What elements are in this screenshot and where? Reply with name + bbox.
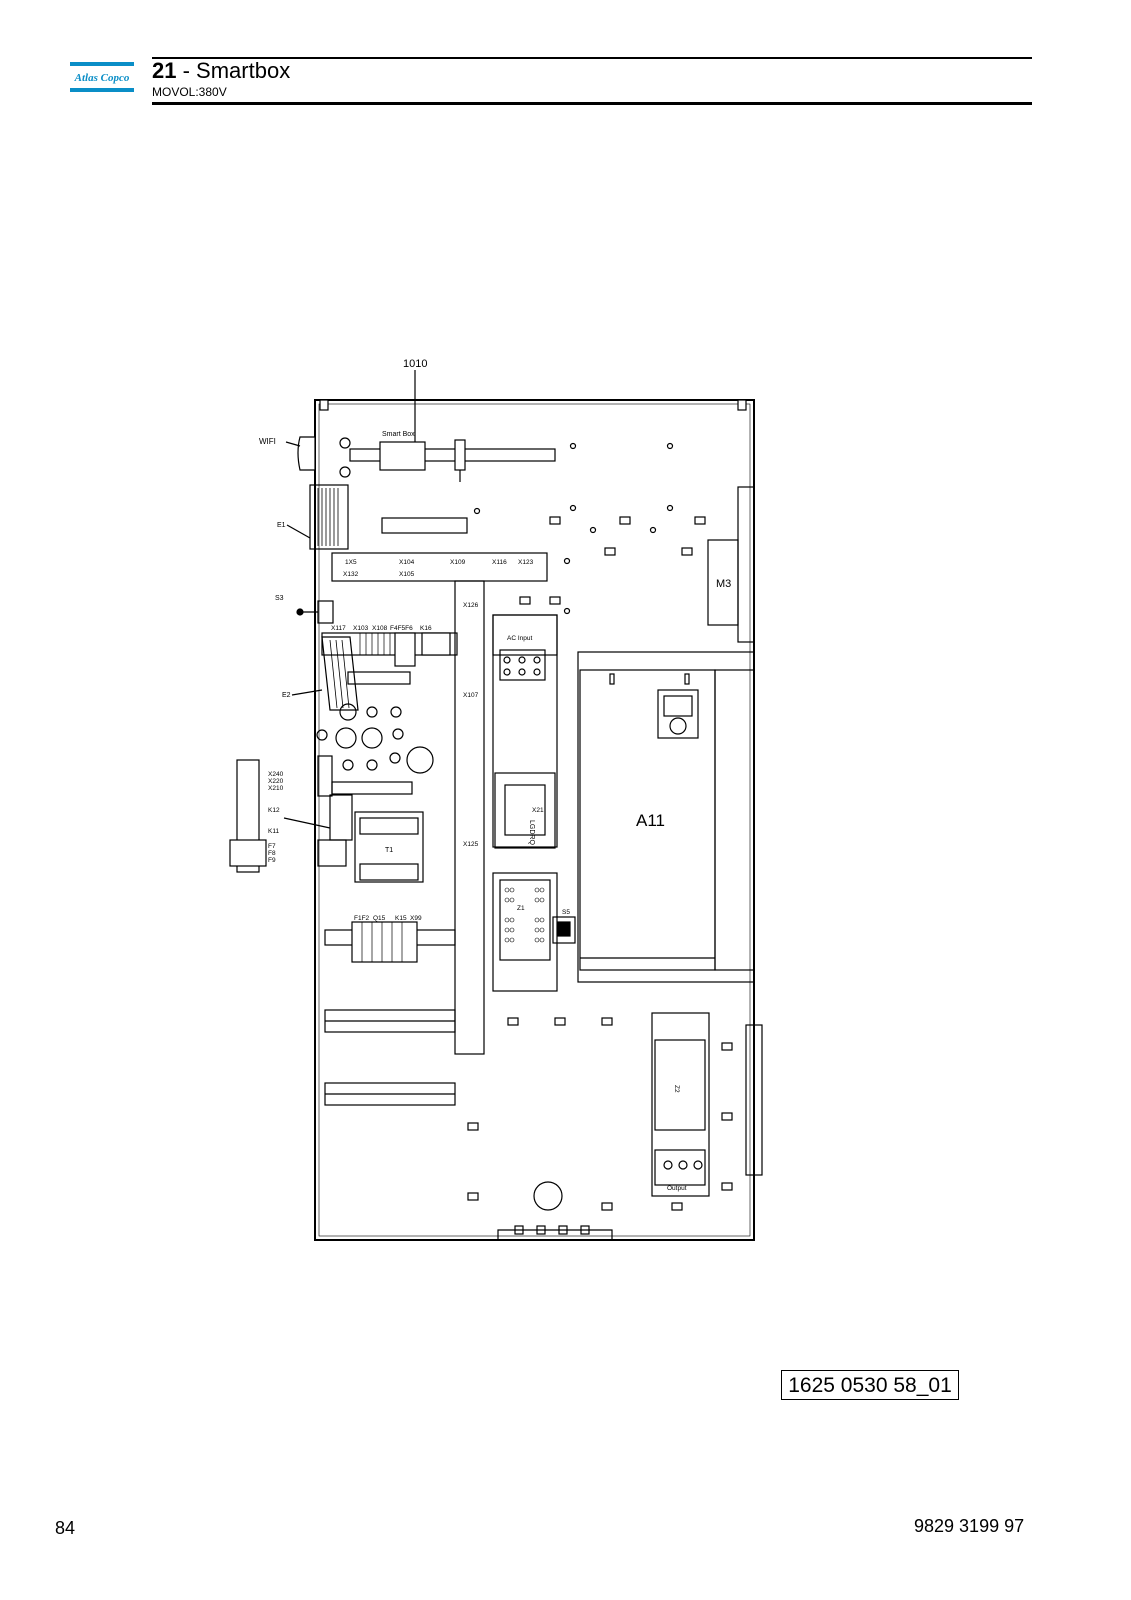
page-subtitle: MOVOL:380V: [152, 85, 227, 99]
label-output: Output: [667, 1185, 687, 1192]
label-s5: S5: [562, 909, 570, 916]
label-x104: X104: [399, 559, 415, 566]
label-x21: X21: [532, 807, 544, 814]
header-rule-top: [152, 57, 1032, 59]
din-rail-2: [347, 671, 411, 685]
switch-s3: [317, 600, 334, 624]
section-separator: -: [176, 58, 197, 83]
label-x109: X109: [450, 559, 466, 566]
label-s3: S3: [275, 595, 284, 602]
label-1x5: 1X5: [345, 559, 357, 566]
terminal-block-left: [317, 755, 333, 797]
label-f1f2: F1F2: [354, 915, 370, 922]
label-k16: K16: [420, 625, 432, 632]
heater-e1: [309, 484, 349, 550]
label-x108: X108: [372, 625, 388, 632]
label-f7: F7: [268, 843, 276, 850]
label-q15: Q15: [373, 915, 386, 922]
label-x210: X210: [268, 785, 284, 792]
label-x132: X132: [343, 571, 359, 578]
section-title: Smartbox: [196, 58, 291, 83]
wifi-antenna: [297, 436, 316, 471]
bottom-cable-gland: [533, 1181, 563, 1211]
filter-z1: [492, 872, 558, 992]
callout-1010: 1010: [403, 358, 427, 370]
din-rail-3: [331, 781, 413, 795]
cabinet-inner: [318, 403, 751, 1237]
label-strip: [331, 552, 548, 582]
label-x116: X116: [492, 559, 507, 566]
page-title: 21 - Smartbox: [152, 58, 290, 84]
right-vent-bottom: [745, 1024, 763, 1176]
right-vent-top: [737, 486, 755, 643]
section-number: 21: [152, 58, 177, 83]
atlas-copco-logo: Atlas Copco: [70, 62, 134, 92]
document-number: 9829 3199 97: [914, 1516, 1025, 1536]
label-e2: E2: [282, 692, 291, 699]
label-x125: X125: [463, 841, 479, 848]
label-z1: Z1: [517, 905, 525, 912]
header-rule-bottom: [152, 102, 1032, 105]
label-wifi: WIFI: [259, 437, 276, 446]
top-din-rail: [349, 448, 556, 462]
part-code-box: 1625 0530 58_01: [781, 1370, 959, 1400]
label-x103: X103: [353, 625, 369, 632]
terminal-group-left: [236, 759, 260, 873]
label-x107: X107: [463, 692, 479, 699]
vertical-cable-duct: [454, 580, 485, 1055]
label-x220: X220: [268, 778, 284, 785]
filter-z2: [651, 1012, 710, 1197]
filter-x21: [494, 772, 556, 849]
smart-box: [379, 441, 426, 471]
label-x126: X126: [463, 602, 479, 609]
switch-s5: [552, 916, 576, 944]
output-terminal: [654, 1149, 706, 1186]
terminal-block-row-1: [321, 632, 458, 656]
drive-keypad: [657, 689, 699, 739]
label-x240: X240: [268, 771, 284, 778]
label-k11: K11: [268, 828, 279, 835]
label-a11: A11: [636, 811, 665, 830]
label-k15: K15: [395, 915, 407, 922]
smart-box-label: Smart Box: [382, 431, 415, 438]
label-lgdrq: LGDRQ: [528, 820, 535, 845]
label-x117: X117: [331, 625, 346, 632]
label-z2: Z2: [673, 1085, 680, 1093]
label-x105: X105: [399, 571, 415, 578]
transformer-t1: [354, 811, 424, 883]
base-rail: [497, 1229, 613, 1240]
label-t1: T1: [385, 847, 393, 854]
label-f8: F8: [268, 850, 276, 857]
logo-text: Atlas Copco: [74, 72, 130, 84]
label-x99: X99: [410, 915, 422, 922]
page-number: 84: [55, 1518, 76, 1538]
heater-e2: [321, 636, 359, 711]
label-m3: M3: [716, 578, 731, 590]
breakers-f1f2-q15: [351, 921, 418, 963]
relays-k11-k12: [329, 794, 353, 841]
label-e1: E1: [277, 522, 286, 529]
terminal-rail-top: [381, 517, 468, 534]
label-x123: X123: [518, 559, 534, 566]
label-f4f5f6: F4F5F6: [390, 625, 413, 632]
label-f9: F9: [268, 857, 276, 864]
ac-input-rail: [492, 614, 558, 848]
label-ac-input: AC Input: [507, 635, 532, 642]
label-k12: K12: [268, 807, 280, 814]
